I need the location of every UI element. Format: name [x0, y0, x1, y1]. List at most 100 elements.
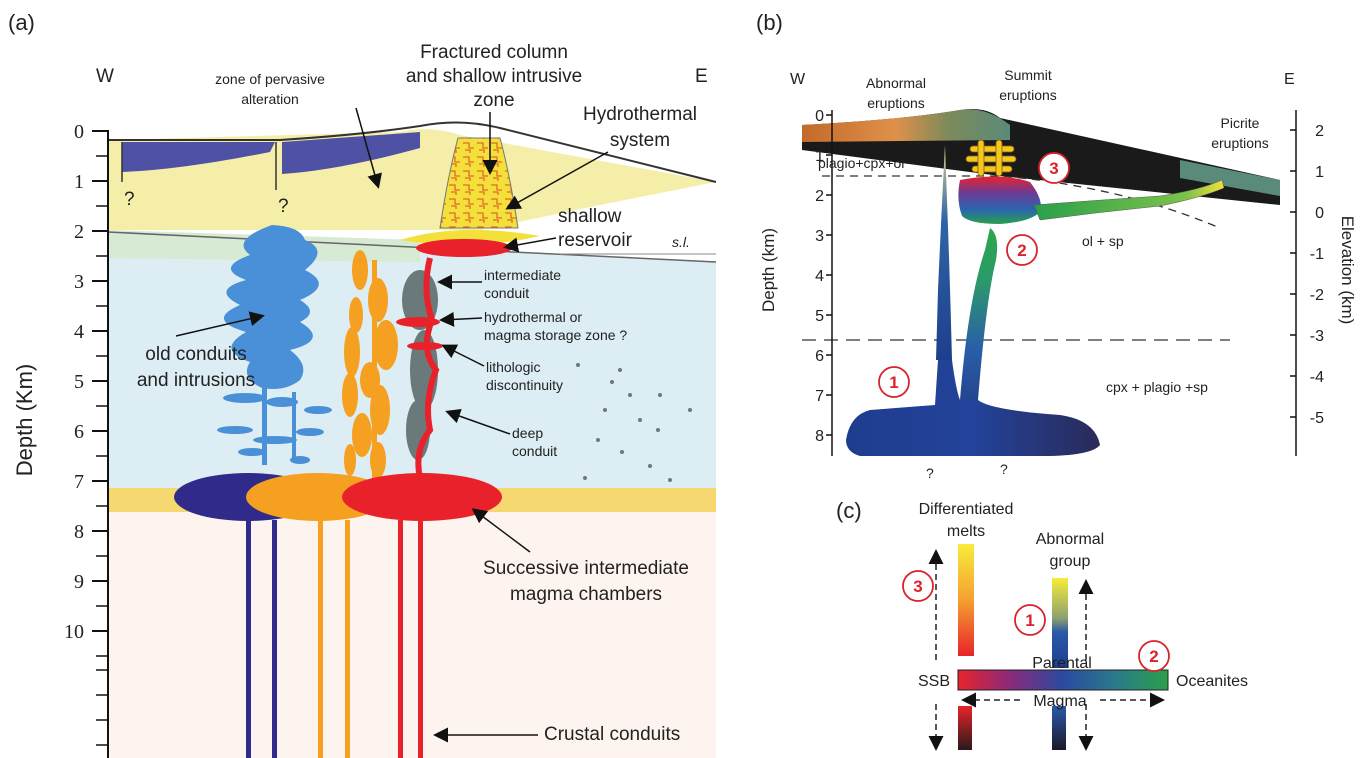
- caldera-fill-west: [122, 142, 275, 172]
- b-depth-tick-5: 5: [815, 308, 824, 325]
- label-pervasive-1: zone of pervasive: [215, 71, 325, 87]
- label-oceanites: Oceanites: [1176, 673, 1248, 690]
- depth-tick-10: 10: [64, 621, 84, 643]
- panel-a-west: W: [96, 66, 114, 87]
- label-intermediate-1: intermediate: [484, 267, 561, 283]
- b-depth-tick-6: 6: [815, 348, 824, 365]
- topography-east-slope: [1180, 160, 1280, 196]
- panel-b-depth-ticks: [826, 114, 832, 436]
- label-picrite-1: Picrite: [1221, 115, 1260, 131]
- svg-text:3: 3: [913, 577, 922, 596]
- b-depth-tick-0: 0: [815, 108, 824, 125]
- label-chambers-2: magma chambers: [510, 584, 662, 605]
- b-depth-tick-1: 1: [815, 148, 824, 165]
- caldera-fill-central: [282, 132, 420, 174]
- b-elev-tick-1: 1: [1315, 164, 1324, 181]
- question-mark-b2: ?: [1000, 461, 1008, 477]
- circled-number-b2: 2: [1006, 234, 1038, 266]
- b-depth-tick-8: 8: [815, 428, 824, 445]
- b-elev-tick-0: 2: [1315, 123, 1324, 140]
- depth-tick-7: 7: [74, 471, 84, 493]
- abnormal-group-bar: [1052, 578, 1068, 668]
- label-differentiated-2: melts: [947, 523, 985, 540]
- b-elev-tick-2: 0: [1315, 205, 1324, 222]
- label-hydro-storage-2: magma storage zone ?: [484, 327, 627, 343]
- arrow-deep: [445, 408, 511, 435]
- label-differentiated-1: Differentiated: [919, 501, 1014, 518]
- label-shallow-2: reservoir: [558, 230, 633, 251]
- svg-text:2: 2: [1017, 241, 1026, 260]
- topography-surface: [802, 109, 1010, 142]
- label-fractured-2: and shallow intrusive: [406, 66, 582, 87]
- surface-profile: [108, 121, 717, 183]
- arrow-chambers: [471, 508, 531, 553]
- label-crustal: Crustal conduits: [544, 724, 680, 745]
- question-mark-1: ?: [124, 189, 135, 210]
- label-hydro-2: system: [610, 130, 670, 151]
- basement-layer: [108, 510, 716, 758]
- label-cpx-plagio-sp: cpx + plagio +sp: [1106, 379, 1208, 395]
- question-mark-b1: ?: [926, 465, 934, 481]
- svg-text:2: 2: [1149, 647, 1158, 666]
- svg-text:3: 3: [1049, 159, 1058, 178]
- label-abnormal-group-1: Abnormal: [1036, 531, 1104, 548]
- depth-axis-labels: 0 1 2 3 4 5 6 7 8 9 10: [64, 121, 84, 643]
- panel-b-elevation-labels: 2 1 0 -1 -2 -3 -4 -5: [1310, 123, 1324, 427]
- fractured-column: [439, 137, 519, 229]
- panel-a-label: (a): [8, 10, 35, 35]
- lithologic-discontinuity-sill: [407, 342, 443, 350]
- old-intrusion-body: [223, 225, 319, 389]
- label-hydro-storage-1: hydrothermal or: [484, 309, 582, 325]
- sea-level-line: [107, 231, 717, 263]
- b-depth-tick-2: 2: [815, 188, 824, 205]
- panel-b-label: (b): [756, 10, 783, 35]
- arrow-shallow: [503, 237, 557, 253]
- label-old-2: and intrusions: [137, 370, 255, 391]
- panel-a: (a) W E ? ?: [8, 10, 717, 758]
- panel-b-west: W: [790, 71, 806, 88]
- label-litho-2: discontinuity: [486, 377, 563, 393]
- panel-a-east: E: [695, 66, 708, 87]
- orange-conduit-system: [342, 250, 398, 480]
- hydro-storage-zone: [396, 317, 440, 327]
- alteration-zone: [108, 129, 716, 230]
- arrow-old: [175, 311, 265, 337]
- panel-b: (b) W E: [756, 10, 1357, 481]
- label-shallow-1: shallow: [558, 206, 622, 227]
- depth-tick-5: 5: [74, 371, 84, 393]
- magma-chamber-red: [342, 473, 502, 521]
- arrow-hydrothermal: [505, 151, 609, 210]
- deep-magma-reservoir: [846, 360, 1100, 456]
- panel-c: (c) Differentiated melts Abnormal group …: [836, 498, 1248, 751]
- circled-number-b1: 1: [878, 366, 910, 398]
- depth-tick-3: 3: [74, 271, 84, 293]
- depth-tick-6: 6: [74, 421, 84, 443]
- parental-magma-bar: [957, 669, 1169, 691]
- magma-lower-bar: [1052, 706, 1066, 750]
- panel-b-east: E: [1284, 71, 1295, 88]
- depth-tick-8: 8: [74, 521, 84, 543]
- label-abnormal-eruptions-2: eruptions: [867, 95, 925, 111]
- depth-axis-minor-ticks: [96, 155, 108, 746]
- crustal-conduits: [246, 520, 423, 758]
- b-elev-tick-5: -3: [1310, 328, 1324, 345]
- label-deep-2: conduit: [512, 443, 557, 459]
- label-picrite-2: eruptions: [1211, 135, 1269, 151]
- differentiated-melts-bar: [958, 544, 974, 656]
- picrite-lateral-dike: [1033, 179, 1225, 221]
- label-plagio-cpx-ol: plagio+cpx+ol: [818, 155, 904, 171]
- depth-axis-major-ticks: [92, 130, 108, 632]
- svg-text:1: 1: [889, 373, 898, 392]
- label-sea-level: s.l.: [672, 234, 690, 250]
- label-pervasive-2: alteration: [241, 91, 299, 107]
- panel-a-depth-axis-title: Depth (Km): [12, 364, 37, 476]
- petro-boundary-shallow: [822, 175, 1221, 229]
- b-elev-tick-3: -1: [1310, 246, 1324, 263]
- main-feeder-conduit: [960, 228, 998, 400]
- circled-number-b3: 3: [1038, 152, 1070, 184]
- depth-tick-1: 1: [74, 171, 84, 193]
- label-summit-2: eruptions: [999, 87, 1057, 103]
- shallow-reservoir: [416, 239, 512, 257]
- label-magma: Magma: [1033, 693, 1086, 710]
